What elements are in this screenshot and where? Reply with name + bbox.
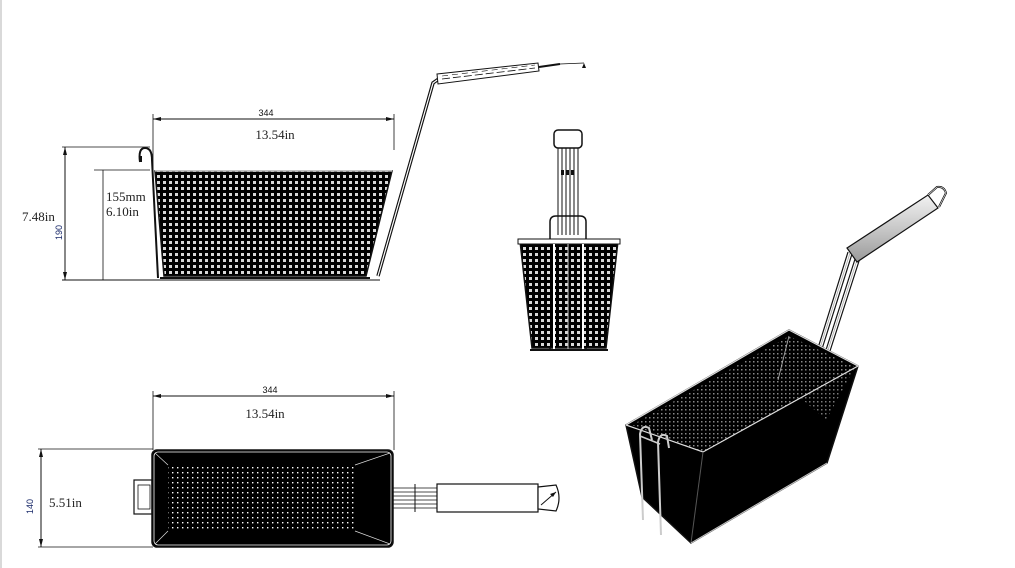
top-length-in: 13.54in — [245, 406, 285, 421]
side-length-in: 13.54in — [255, 127, 295, 142]
basket-depth-in: 6.10in — [106, 204, 139, 219]
isometric-view — [625, 185, 948, 544]
side-view: 344 13.54in 7.48in 190 155mm 6.10in — [22, 62, 586, 281]
top-view: 344 13.54in 5.51in 140 — [25, 385, 560, 548]
overall-height-in: 7.48in — [22, 209, 55, 224]
side-length-mm: 344 — [258, 108, 273, 118]
front-view — [517, 129, 621, 351]
page-edge-rule — [0, 0, 2, 568]
top-width-in: 5.51in — [49, 495, 82, 510]
overall-height-mm: 190 — [54, 225, 64, 240]
basket-depth-mm: 155mm — [106, 189, 146, 204]
top-width-mm: 140 — [25, 499, 35, 514]
top-length-mm: 344 — [262, 385, 277, 395]
